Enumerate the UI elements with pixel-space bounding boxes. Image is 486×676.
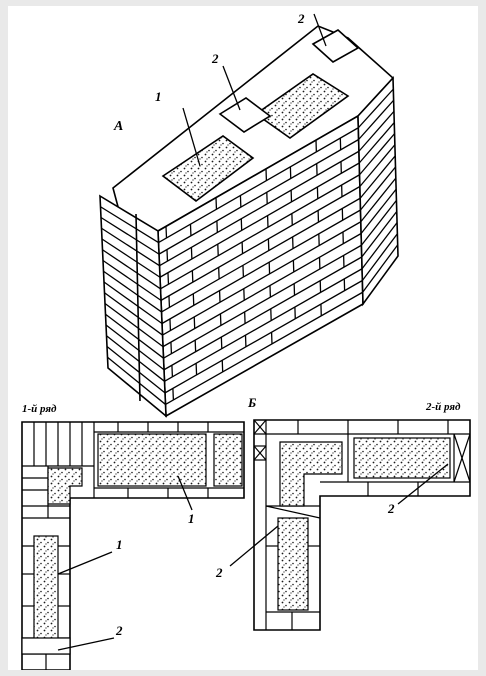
- leader-2-row2-vertical: [229, 525, 279, 567]
- bed-joint: [162, 232, 362, 348]
- end-bed-joint: [106, 335, 165, 382]
- end-bed-joint: [104, 302, 164, 348]
- end-bed-joint: [101, 227, 160, 267]
- end-bed-joint: [104, 292, 163, 336]
- row2-infill-corner: [279, 441, 343, 507]
- callout-2-row2-horizontal: 2: [388, 501, 395, 516]
- side-bed-joint: [357, 88, 394, 129]
- bed-joint: [163, 256, 363, 371]
- row2-leaders: [229, 463, 449, 567]
- row1-infill-long: [97, 433, 207, 487]
- side-bed-joint: [360, 177, 397, 223]
- callout-2-row2-vertical: 2: [216, 565, 223, 580]
- end-bed-joint: [105, 313, 164, 359]
- side-bed-joint: [358, 122, 395, 164]
- end-bed-joint: [105, 324, 165, 371]
- bed-joint: [160, 185, 361, 301]
- side-bed-joint: [359, 166, 397, 211]
- plan-row-1: [21, 421, 245, 670]
- row1-header-bricks: [22, 422, 244, 670]
- bed-joint: [159, 162, 360, 278]
- leader-2-row1: [57, 637, 115, 651]
- leader-1-row1-horizontal: [177, 475, 193, 511]
- end-bed-joint: [106, 345, 166, 394]
- wall-side-edge: [357, 76, 399, 307]
- row1-infill-end: [213, 433, 243, 487]
- view-label-b: Б: [248, 395, 257, 410]
- bed-joint: [162, 221, 362, 336]
- end-bed-joint: [107, 356, 166, 405]
- callout-2-row1: 2: [116, 623, 123, 638]
- infill-cavity-left: [161, 135, 255, 203]
- bed-joint: [161, 209, 361, 325]
- brick-courses: [100, 88, 399, 406]
- bed-joint: [160, 174, 360, 290]
- row1-infill-corner: [47, 467, 83, 505]
- leader-2-a-middle: [222, 65, 241, 111]
- leader-2-row2-horizontal: [397, 463, 449, 505]
- row1-leaders: [57, 475, 193, 651]
- view-label-a: А: [114, 119, 124, 134]
- end-bed-joint: [103, 281, 163, 325]
- end-bed-joint: [101, 238, 161, 278]
- row-2-label: 2-й ряд: [426, 401, 461, 413]
- side-bed-joint: [359, 133, 396, 176]
- bed-joint: [159, 150, 360, 267]
- figure-frame: А 1 2 2 Б 1-й ряд 2-й ряд 1 1 2 2 2: [8, 6, 478, 670]
- bed-joint: [161, 197, 361, 313]
- end-bed-joint: [100, 216, 160, 255]
- bed-joint: [164, 279, 363, 394]
- side-bed-joint: [359, 144, 396, 187]
- plan-row-2: [253, 419, 471, 631]
- leader-1-row1-vertical: [57, 551, 113, 575]
- side-bed-joint: [360, 188, 397, 234]
- bed-joint: [163, 244, 362, 359]
- tie-brick-end: [311, 29, 360, 63]
- side-bed-joint: [359, 155, 396, 199]
- row2-brick-joints: [253, 419, 470, 630]
- side-bed-joint: [362, 244, 399, 293]
- bed-joint: [165, 291, 364, 406]
- bed-joint: [158, 138, 359, 255]
- row-1-label: 1-й ряд: [22, 403, 57, 415]
- callout-1-row1-horizontal: 1: [188, 511, 195, 526]
- leader-2-a-end: [313, 13, 327, 47]
- leader-1-a: [182, 107, 201, 167]
- end-bed-joint: [100, 206, 159, 244]
- callout-1-row1-vertical: 1: [116, 537, 123, 552]
- row1-tie-brick: [21, 637, 71, 655]
- side-bed-joint: [358, 110, 395, 152]
- end-bed-joint: [102, 249, 161, 290]
- side-bed-joint: [360, 199, 397, 246]
- row2-infill-vertical: [277, 517, 309, 611]
- row2-tie-bricks: [265, 433, 471, 519]
- bed-joint: [164, 268, 363, 382]
- side-bed-joint: [361, 233, 398, 281]
- row2-infill-long: [353, 437, 451, 479]
- wall-end-face: [99, 194, 167, 418]
- bed-joint: [158, 127, 359, 244]
- end-face-divider: [135, 213, 141, 402]
- side-bed-joint: [361, 222, 398, 270]
- callout-1-view-a: 1: [155, 89, 162, 104]
- callout-2-view-a-middle: 2: [212, 51, 219, 66]
- end-bed-joint: [102, 259, 162, 301]
- side-bed-joint: [361, 211, 398, 258]
- masonry-drawing: [21, 13, 471, 670]
- perspective-wall-view: [99, 25, 399, 418]
- callout-2-view-a-end: 2: [298, 11, 305, 26]
- row1-infill-vertical: [33, 535, 59, 641]
- view-a-leaders: [182, 13, 327, 167]
- end-bed-joint: [103, 270, 162, 313]
- side-bed-joint: [358, 99, 395, 140]
- infill-cavity-right: [254, 73, 350, 139]
